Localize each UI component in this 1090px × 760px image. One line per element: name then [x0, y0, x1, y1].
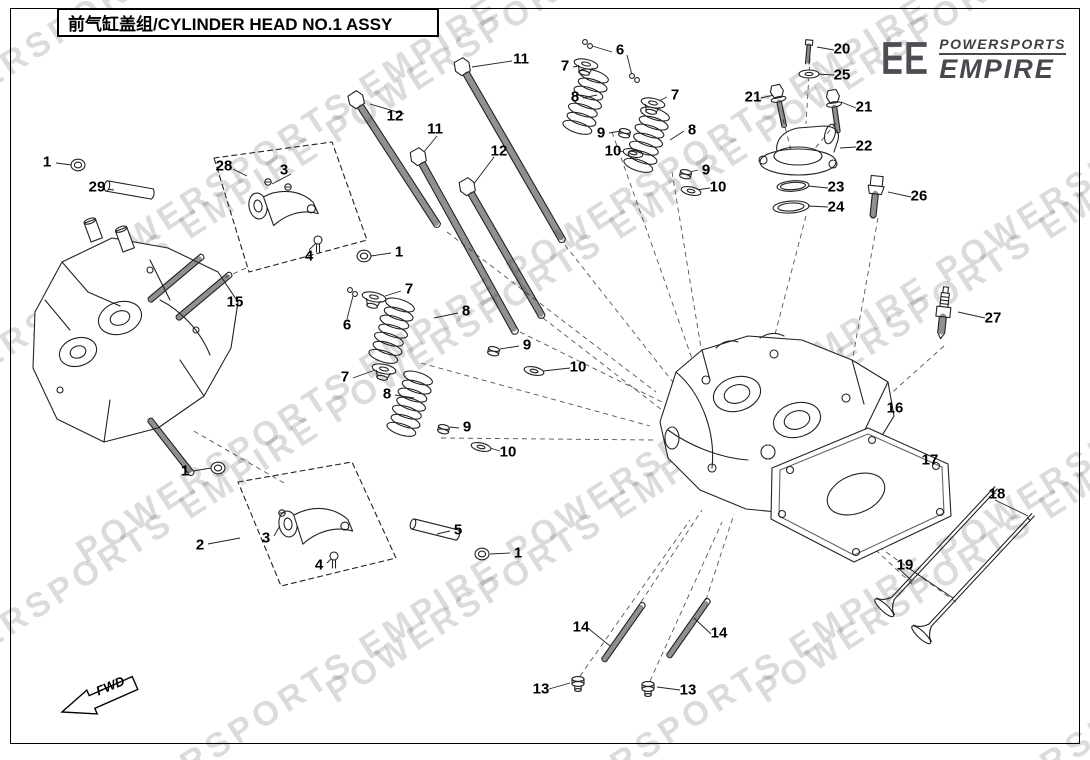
rocker-assembly-boxes	[213, 141, 397, 587]
water-outlet-housing	[758, 123, 840, 176]
temp-sensor	[867, 174, 885, 219]
title-box: 前气缸盖组/CYLINDER HEAD NO.1 ASSY	[57, 8, 439, 37]
fwd-arrow: FWD	[60, 673, 139, 715]
head-gasket	[770, 427, 952, 563]
rocker-arm-lower	[278, 507, 354, 545]
assembly-dashed-lines	[179, 57, 957, 682]
cylinder-head-left	[32, 217, 239, 477]
rocker-screws-lower	[278, 509, 339, 569]
brand-emblem-icon	[883, 42, 927, 74]
spark-plug	[935, 286, 952, 340]
callout-leader-lines	[55, 44, 1029, 691]
brand-name-bottom: EMPIRE	[939, 54, 1055, 84]
rocker-arm-upper	[248, 190, 319, 227]
brand-name-top: POWERSPORTS	[939, 36, 1066, 55]
parts-artwork	[32, 37, 1043, 697]
diagram-title: 前气缸盖组/CYLINDER HEAD NO.1 ASSY	[68, 15, 393, 34]
rocker-screws-upper	[264, 178, 323, 253]
brand-logo: POWERSPORTS EMPIRE	[878, 36, 1066, 83]
